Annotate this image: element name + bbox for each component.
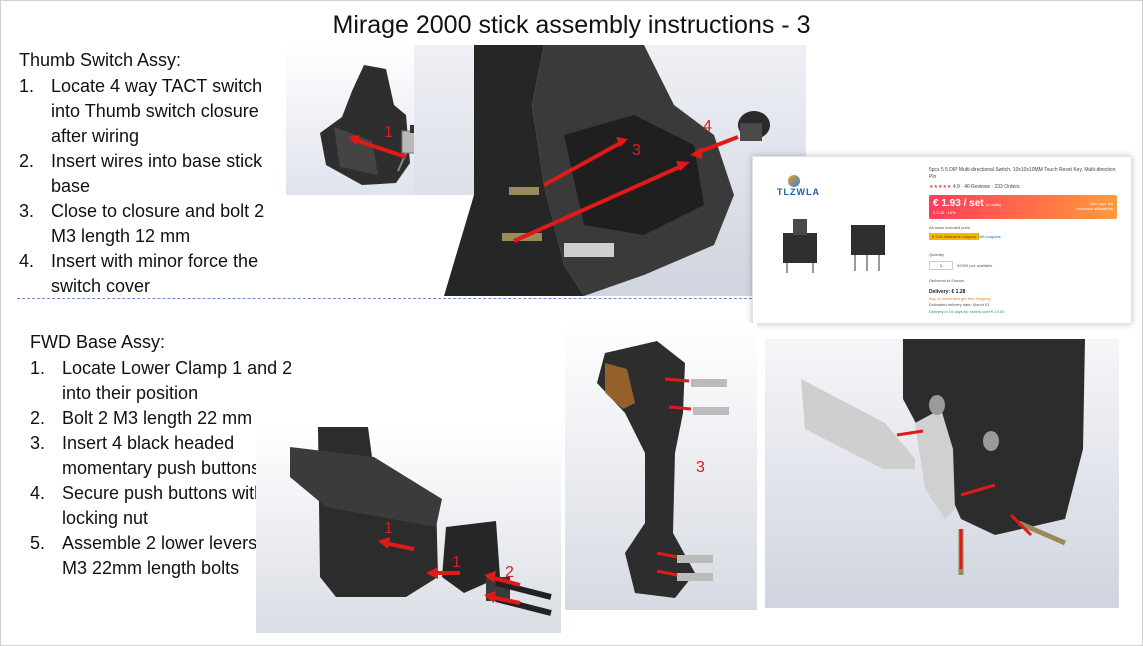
delivered-to: Delivered to France <box>929 278 964 283</box>
fast-delivery-note: Delivery in 10 days for orders over € 10… <box>929 309 1005 314</box>
delivery-note: Buy 10 items and get free shipping <box>929 296 991 301</box>
thumb-switch-steps: 1.Locate 4 way TACT switch into Thumb sw… <box>19 74 289 299</box>
product-listing-screenshot: TLZWLA 5pcs 5 5 DIP Multi-directional Sw… <box>752 156 1132 324</box>
label-4: 4 <box>703 118 712 135</box>
fwd-base-heading: FWD Base Assy: <box>30 332 166 352</box>
price: € 1.93 / set (1 units) <box>933 198 1001 209</box>
get-coupons-link[interactable]: Get coupons <box>978 234 1001 239</box>
quantity-label: Quantity <box>929 252 944 257</box>
star-rating-icon: ★★★★★ <box>929 184 952 190</box>
lower-clamp-image: 1 1 2 <box>256 427 561 633</box>
tact-switch-photo <box>783 219 885 273</box>
list-item: 3.Close to closure and bolt 2 M3 length … <box>19 201 265 246</box>
coupon-badge[interactable]: € 3.61 Welcome Coupon <box>929 233 979 240</box>
rating-row: ★★★★★ 4.9 · 40 Reviews · 233 Orders <box>929 184 1020 190</box>
section-divider <box>17 298 777 299</box>
stock-note: 99395 pcs available <box>957 263 993 268</box>
grip-push-buttons-drawing: 3 <box>597 341 729 598</box>
quantity-stepper[interactable]: 1 <box>929 261 953 270</box>
thumb-switch-heading: Thumb Switch Assy: <box>19 50 182 70</box>
delivery-cost: Delivery: € 1.28 <box>929 289 966 295</box>
price-bar: € 1.93 / set (1 units) € 3.35 · 16% Offr… <box>929 195 1117 219</box>
list-item: 3.Insert 4 black headed momentary push b… <box>30 433 261 478</box>
label-3: 3 <box>632 142 641 159</box>
list-item: 1.Locate 4 way TACT switch into Thumb sw… <box>19 76 263 146</box>
estimated-delivery: Estimated delivery date: March 03 <box>929 302 990 307</box>
label-1: 1 <box>384 520 393 537</box>
old-price: € 3.35 · 16% <box>933 210 956 215</box>
stick-assembly-drawing: 3 4 <box>414 45 770 296</box>
tax-note: All taxes included price <box>929 225 970 230</box>
lower-levers-image <box>765 339 1119 608</box>
stick-assembly-image: 3 4 <box>414 45 806 296</box>
list-item: 5.Assemble 2 lower levers with 2 M3 22mm… <box>30 533 310 578</box>
list-item: 4.Secure push buttons with locking nut <box>30 483 265 528</box>
list-item: 4.Insert with minor force the switch cov… <box>19 251 259 296</box>
promo-text: Offre pour les nouveaux utilisateurs <box>1075 201 1113 211</box>
label-1: 1 <box>452 554 461 571</box>
label-3: 3 <box>696 459 705 476</box>
list-item: 2.Insert wires into base stick base <box>19 151 263 196</box>
brand-logo-icon <box>788 175 800 187</box>
list-item: 2.Bolt 2 M3 length 22 mm <box>30 408 253 428</box>
grip-push-buttons-image: 3 <box>565 323 757 610</box>
list-item: 1.Locate Lower Clamp 1 and 2 into their … <box>30 358 293 403</box>
brand-logo: TLZWLA <box>777 187 820 197</box>
fwd-base-steps: 1.Locate Lower Clamp 1 and 2 into their … <box>30 356 310 581</box>
label-2: 2 <box>505 564 514 581</box>
lower-clamp-drawing: 1 1 2 <box>290 427 552 616</box>
label-1: 1 <box>384 124 393 141</box>
product-title: 5pcs 5 5 DIP Multi-directional Switch, 1… <box>929 167 1116 180</box>
lower-levers-drawing <box>801 339 1085 575</box>
slide-title: Mirage 2000 stick assembly instructions … <box>332 11 811 39</box>
